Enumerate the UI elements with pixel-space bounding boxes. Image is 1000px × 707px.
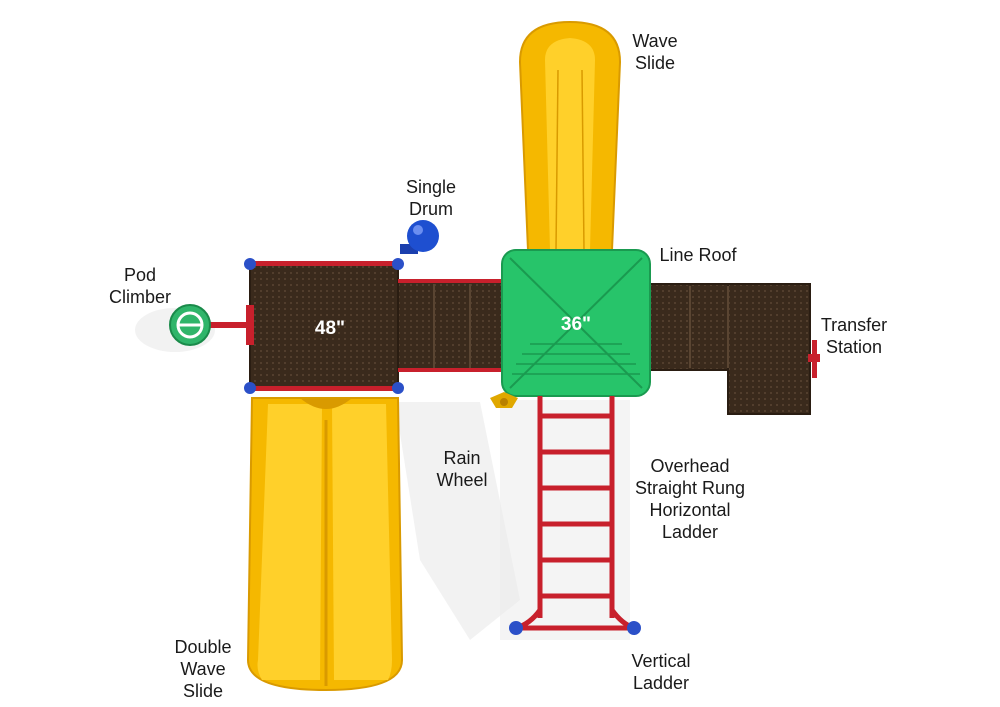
rain-wheel — [490, 392, 518, 408]
bridge — [397, 279, 507, 372]
line-roof — [501, 249, 651, 397]
pod-climber — [169, 304, 254, 346]
single-drum — [400, 220, 439, 254]
transfer-station-handle — [808, 340, 820, 378]
double-wave-slide — [246, 397, 404, 692]
right-deck — [647, 283, 811, 415]
left-deck-height: 48" — [314, 318, 346, 339]
horizontal-ladder — [515, 396, 635, 631]
post-clamps — [244, 258, 641, 635]
line-roof-label: Line Roof — [659, 245, 737, 265]
wave-slide — [518, 20, 622, 251]
center-deck-height: 36" — [560, 314, 592, 335]
left-deck — [249, 261, 399, 391]
